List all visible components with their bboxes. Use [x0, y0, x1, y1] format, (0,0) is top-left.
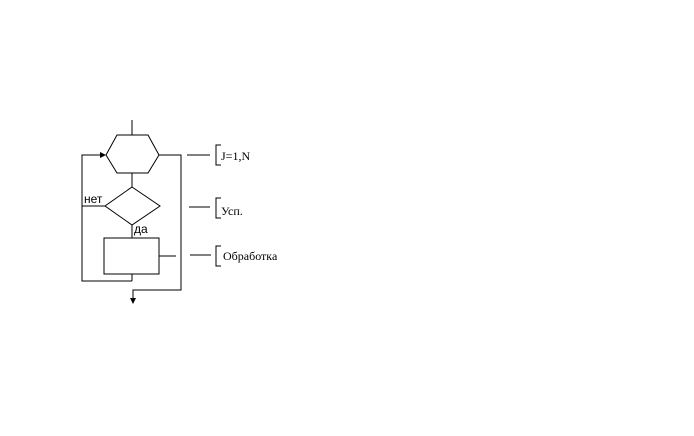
loop-header-hexagon: [105, 134, 160, 174]
condition-diamond: [104, 186, 161, 226]
no-branch-label: нет: [84, 192, 103, 206]
loop-exit-path: [132, 154, 182, 299]
loop-back-path: [81, 154, 132, 282]
process-comment-text: Обработка: [223, 249, 278, 263]
loop-back-arrowhead: [100, 152, 106, 158]
condition-comment-bracket: [215, 197, 221, 219]
condition-comment-text: Усп.: [221, 204, 243, 218]
loop-comment-text: J=1,N: [221, 149, 250, 163]
loop-comment-bracket: [215, 144, 221, 166]
process-comment-bracket: [215, 245, 221, 267]
yes-branch-label: да: [134, 222, 148, 236]
exit-arrowhead: [130, 298, 136, 304]
process-box: [103, 237, 160, 275]
